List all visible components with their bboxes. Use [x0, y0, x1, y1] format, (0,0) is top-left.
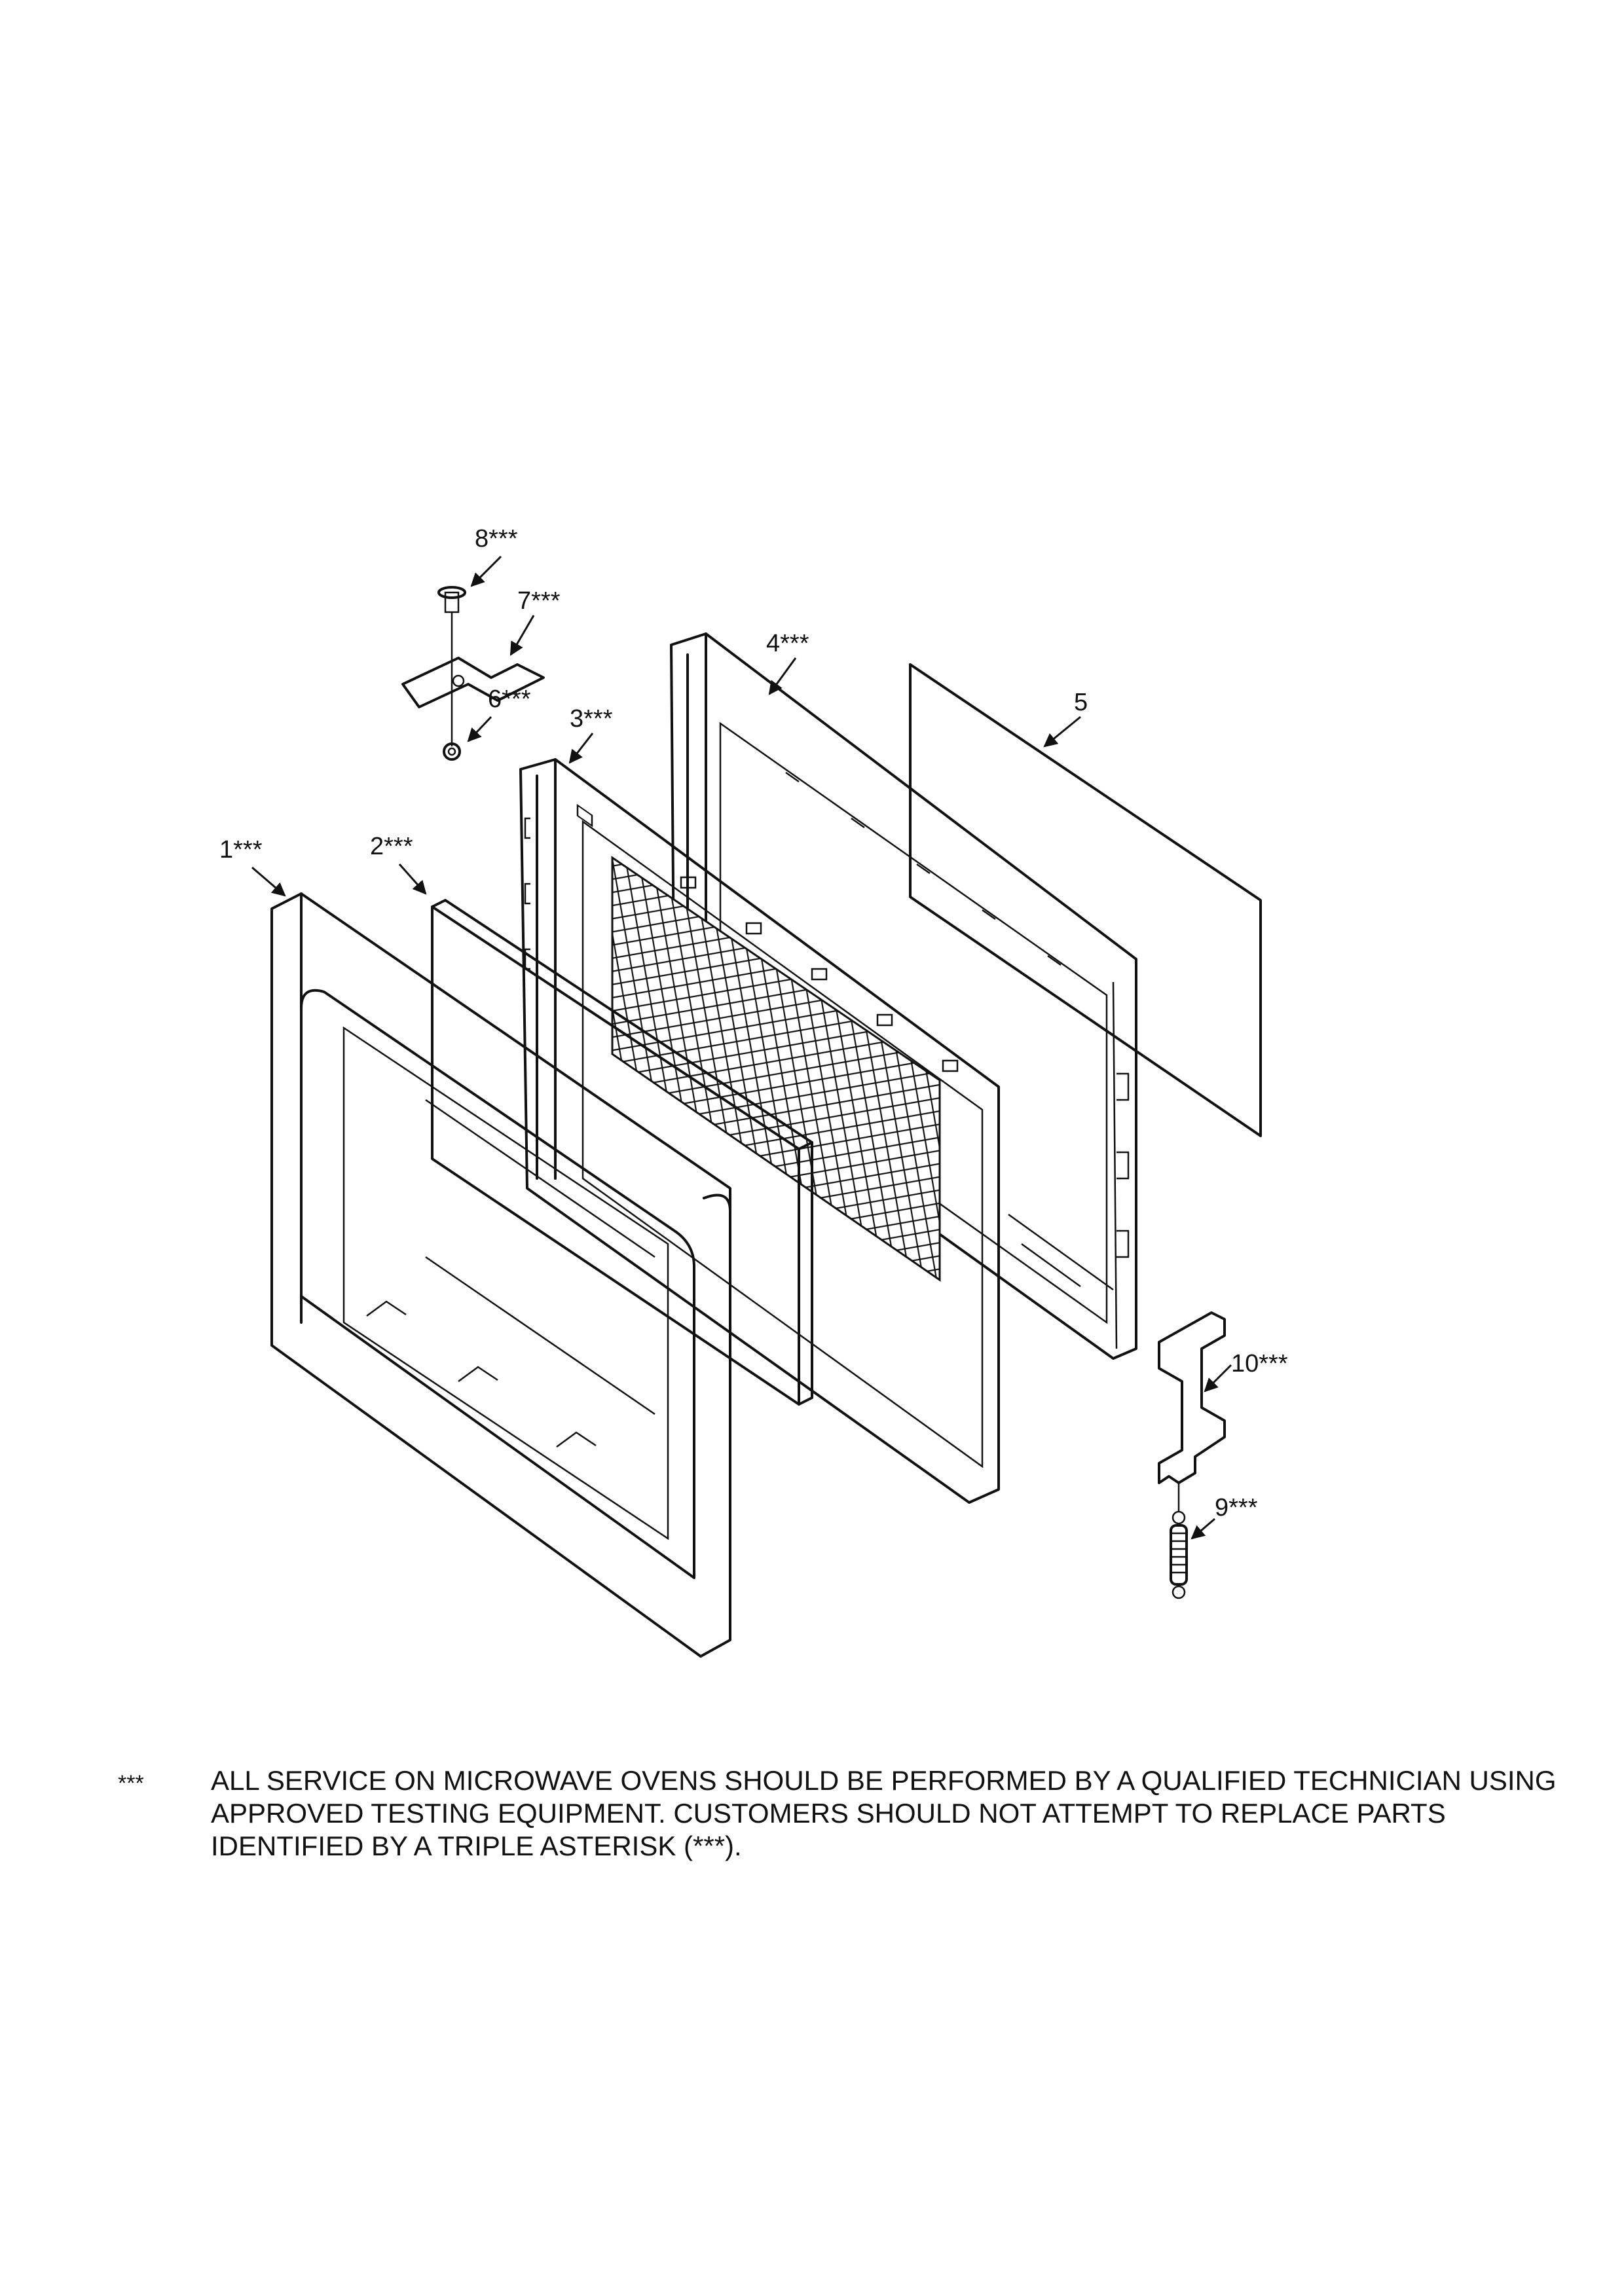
part-10-latch [1158, 1311, 1226, 1484]
part-7-hinge-bracket [401, 657, 545, 708]
leader-arrows [251, 555, 1232, 1540]
callout-5: 5 [1074, 689, 1088, 716]
callout-labels: 1*** 2*** 3*** 4*** 5 6*** 7*** 8*** 9**… [219, 525, 1288, 1522]
service-footnote: *** ALL SERVICE ON MICROWAVE OVENS SHOUL… [118, 1764, 1557, 1863]
leader-5 [1043, 716, 1081, 748]
footnote-line-2: APPROVED TESTING EQUIPMENT. CUSTOMERS SH… [211, 1798, 1446, 1829]
footnote-line-3: IDENTIFIED BY A TRIPLE ASTERISK (***). [211, 1831, 742, 1861]
callout-10: 10*** [1231, 1350, 1288, 1377]
callout-2: 2*** [370, 833, 413, 860]
footnote-text: ALL SERVICE ON MICROWAVE OVENS SHOULD BE… [211, 1764, 1557, 1863]
leader-1 [251, 866, 286, 897]
footnote-line-1: ALL SERVICE ON MICROWAVE OVENS SHOULD BE… [211, 1765, 1557, 1796]
part-5-sheet [909, 663, 1262, 1137]
part-2-glass-panel [431, 899, 813, 1406]
leader-9 [1190, 1518, 1215, 1540]
callout-7: 7*** [517, 587, 561, 615]
part-3-door-panel [519, 758, 1000, 1504]
part-8-screw [437, 586, 466, 746]
part-1-door-frame [270, 892, 731, 1658]
part-9-spring [1170, 1483, 1188, 1599]
leader-2 [398, 864, 427, 895]
leader-6 [467, 716, 492, 742]
leader-8 [470, 555, 502, 587]
leader-7 [509, 615, 535, 656]
callout-4: 4*** [766, 630, 809, 657]
leader-10 [1204, 1364, 1232, 1393]
leader-4 [768, 657, 797, 695]
callout-1: 1*** [219, 836, 263, 864]
callout-6: 6*** [488, 685, 531, 713]
callout-8: 8*** [475, 525, 518, 553]
callout-9: 9*** [1215, 1494, 1258, 1522]
leader-3 [568, 733, 594, 764]
footnote-marker: *** [118, 1771, 144, 1796]
part-6-nut [443, 742, 461, 761]
callout-3: 3*** [570, 705, 613, 733]
